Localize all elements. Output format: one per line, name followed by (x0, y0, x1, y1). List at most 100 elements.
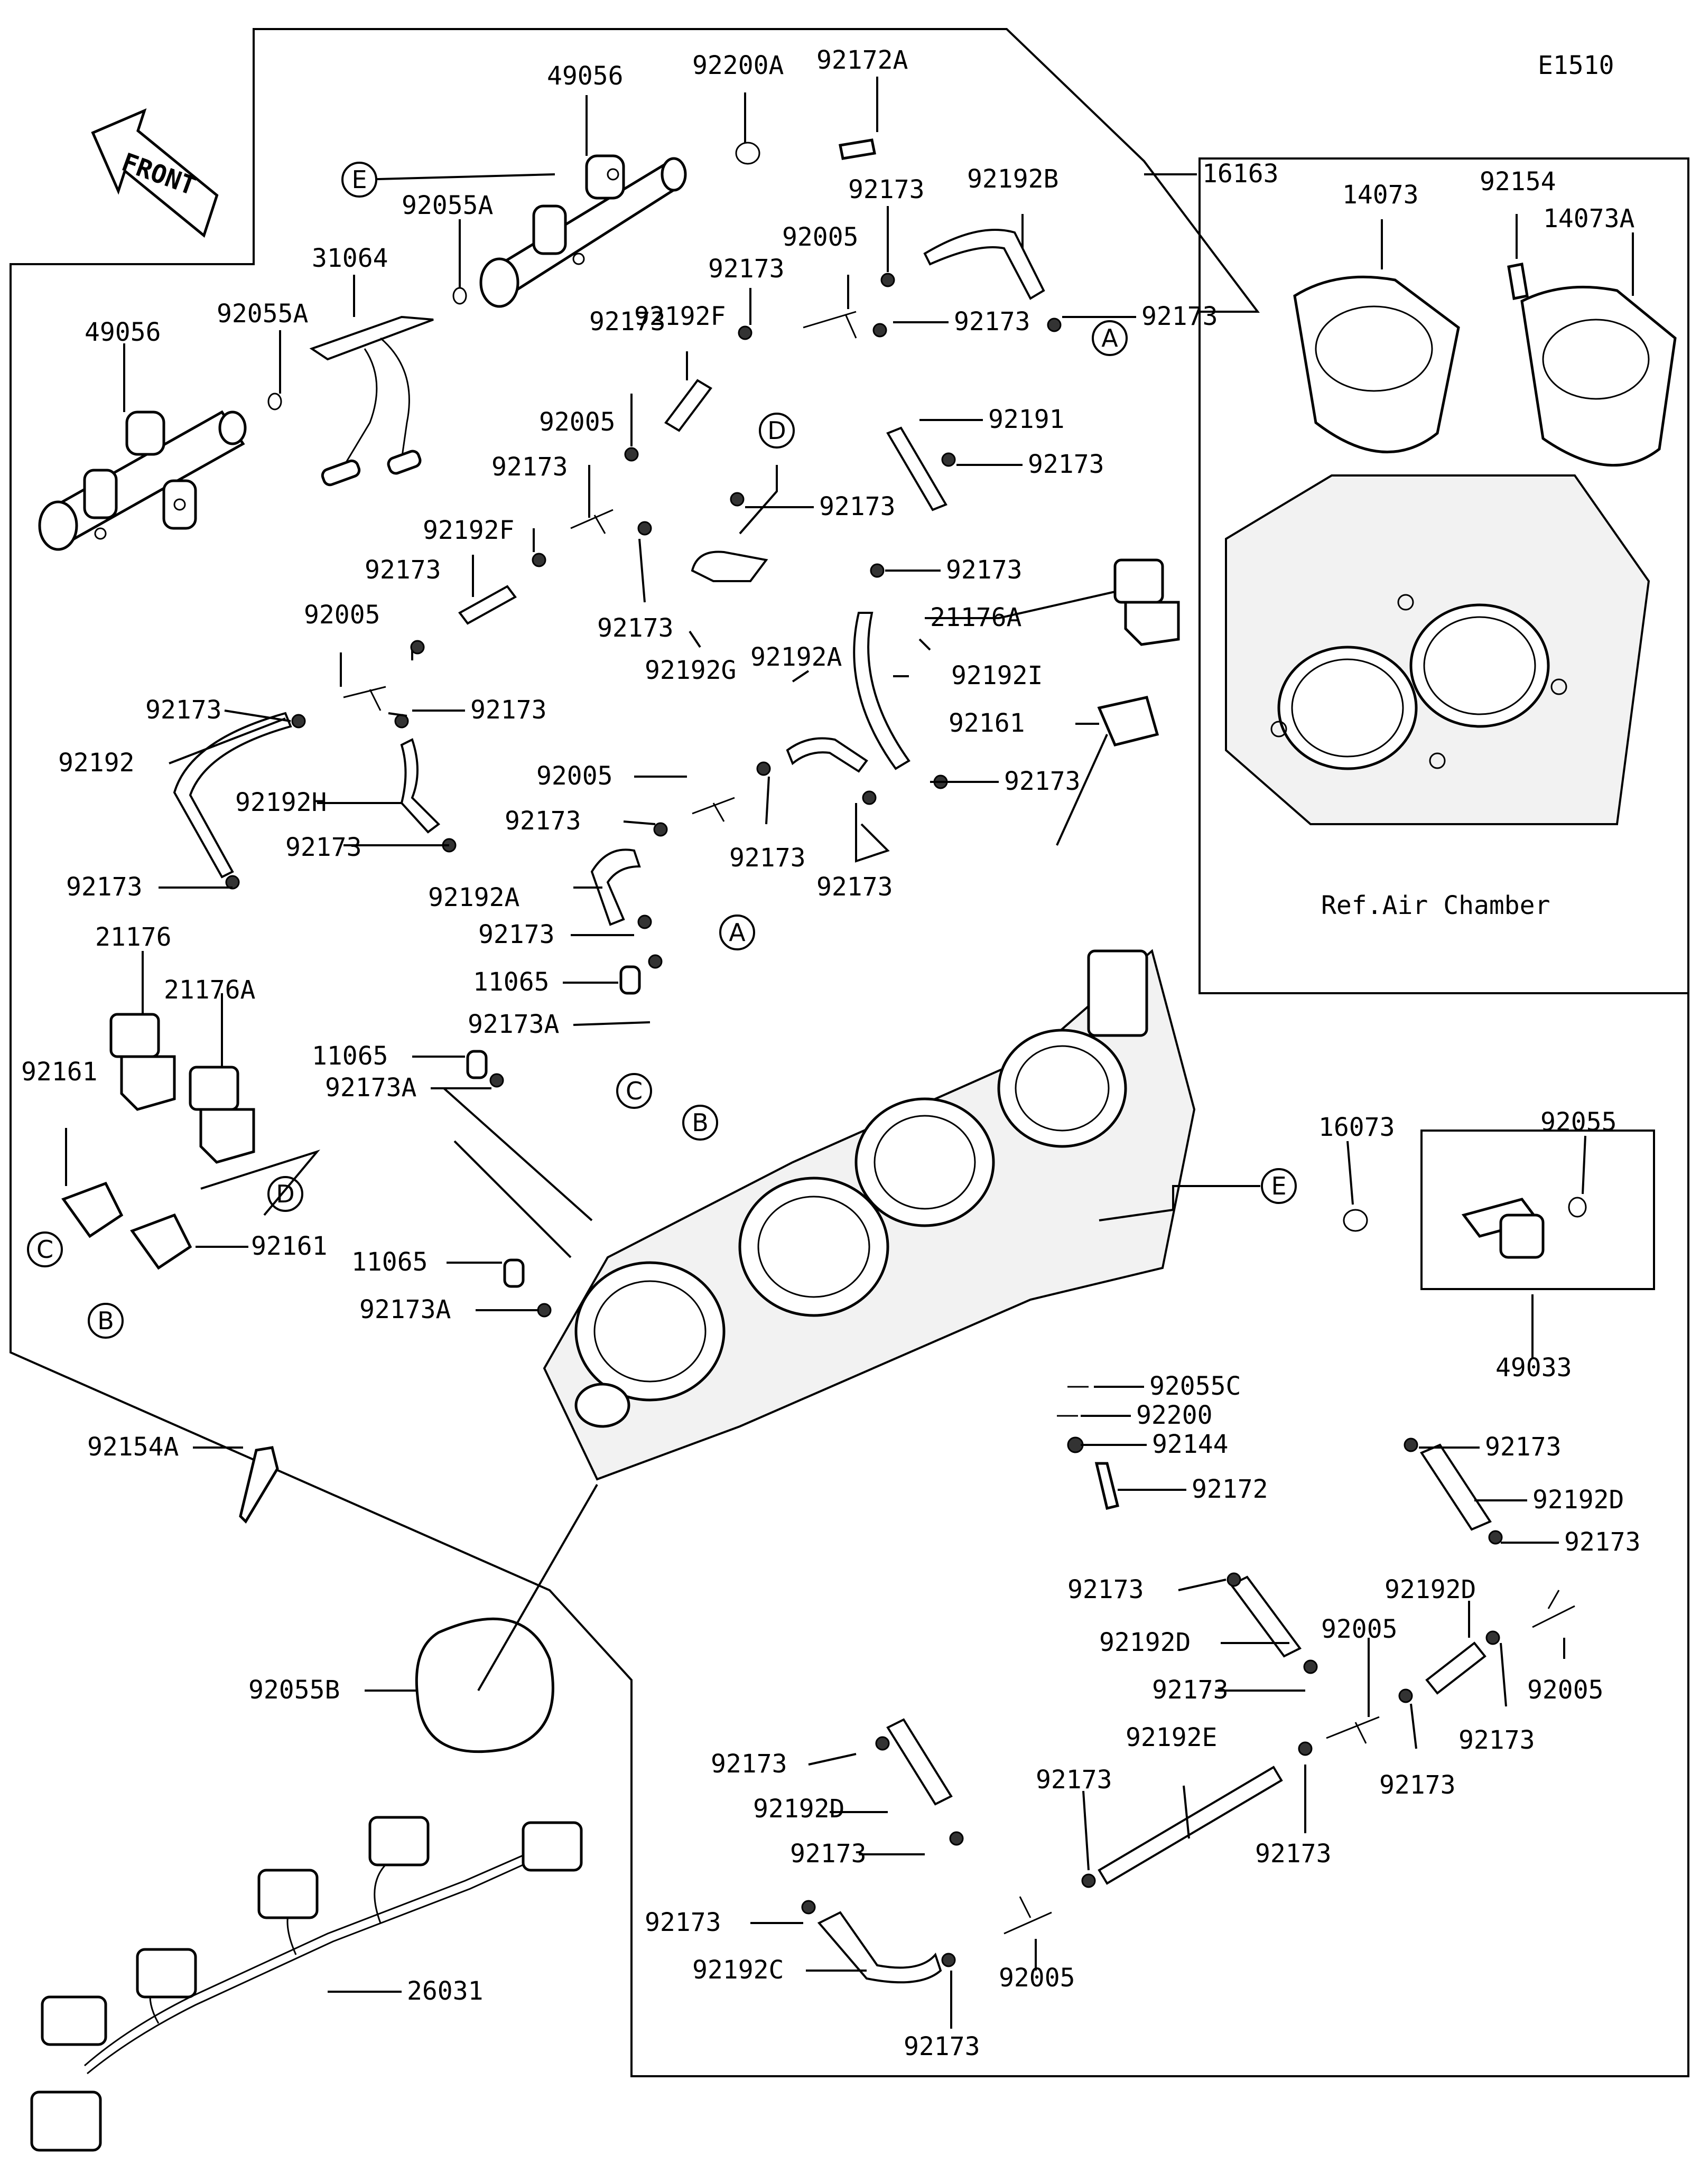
screw-92154 (1507, 263, 1529, 300)
svg-text:92191: 92191 (988, 405, 1065, 434)
svg-text:92192F: 92192F (423, 516, 514, 545)
sensor-21176A-left (189, 1066, 255, 1164)
svg-text:92172: 92172 (1192, 1474, 1268, 1504)
svg-text:92192D: 92192D (753, 1794, 844, 1824)
svg-text:92055B: 92055B (248, 1675, 340, 1705)
part-labels: 49056 92200A 92172A 16163 14073 92154 14… (21, 45, 1641, 2061)
callout-A-mid: A (719, 914, 755, 950)
callout-B-mid: B (682, 1105, 718, 1141)
svg-text:92173: 92173 (819, 492, 896, 521)
svg-text:16163: 16163 (1202, 159, 1279, 189)
throttle-body-assembly (543, 949, 1196, 1481)
funnel-14073 (1293, 275, 1460, 453)
svg-text:92192D: 92192D (1532, 1485, 1624, 1515)
svg-text:92173: 92173 (729, 843, 806, 873)
svg-text:92173A: 92173A (325, 1073, 416, 1103)
svg-text:31064: 31064 (312, 244, 388, 273)
air-chamber-frame (1198, 157, 1689, 994)
svg-text:92192E: 92192E (1126, 1723, 1217, 1752)
svg-text:92173: 92173 (946, 555, 1023, 585)
svg-text:E: E (351, 165, 367, 194)
svg-text:14073A: 14073A (1543, 204, 1634, 234)
hose-92192D-b (1229, 1575, 1302, 1658)
hose-92192C (817, 1911, 942, 1984)
hose-92192G (691, 550, 768, 582)
svg-text:92192A: 92192A (750, 642, 842, 672)
svg-text:92173: 92173 (790, 1839, 867, 1869)
svg-text:92173: 92173 (711, 1749, 787, 1779)
svg-text:92192D: 92192D (1385, 1575, 1476, 1604)
wiring-harness-26031 (30, 1816, 583, 2152)
callout-D-left: D (267, 1176, 303, 1212)
svg-text:21176A: 21176A (164, 975, 255, 1005)
washer-16073 (1343, 1209, 1368, 1232)
washer-92200A (735, 142, 760, 165)
svg-text:92005: 92005 (539, 407, 616, 437)
fuel-rail-upper (479, 154, 687, 308)
svg-text:92200: 92200 (1136, 1401, 1213, 1430)
cap-11065-a (619, 965, 641, 995)
svg-text:49056: 49056 (547, 61, 624, 91)
svg-text:92173: 92173 (1458, 1725, 1535, 1755)
callout-D-left-leader (200, 1150, 320, 1216)
screw-92154A (239, 1446, 279, 1524)
svg-text:92005: 92005 (536, 761, 613, 791)
svg-text:92192F: 92192F (634, 302, 726, 331)
svg-text:D: D (276, 1180, 294, 1208)
callout-E-right-leader (1099, 1185, 1260, 1221)
svg-text:92173: 92173 (1152, 1675, 1229, 1705)
svg-text:D: D (767, 416, 786, 445)
callout-E-right: E (1261, 1168, 1297, 1204)
svg-text:92144: 92144 (1152, 1430, 1229, 1459)
callout-A-top: A (1092, 320, 1128, 356)
svg-text:11065: 11065 (351, 1247, 428, 1277)
sensor-49033 (1461, 1198, 1545, 1259)
fuel-pipe-31064 (309, 315, 434, 487)
svg-text:92192D: 92192D (1099, 1628, 1191, 1657)
hose-92192 (173, 712, 292, 879)
svg-text:92005: 92005 (999, 1963, 1075, 1993)
hose-92192E (1098, 1766, 1283, 1885)
svg-text:92173: 92173 (1485, 1432, 1562, 1462)
svg-text:49033: 49033 (1495, 1353, 1572, 1383)
hose-92192H (400, 738, 441, 834)
svg-text:92161: 92161 (251, 1231, 328, 1261)
fuel-rail-left (38, 410, 247, 551)
hose-92192A-b (590, 848, 641, 926)
svg-text:92173: 92173 (66, 872, 143, 902)
svg-text:92173: 92173 (505, 806, 581, 836)
svg-text:92005: 92005 (1527, 1675, 1604, 1705)
hose-92192F-a (664, 379, 712, 432)
svg-text:92173: 92173 (470, 695, 547, 725)
cap-11065-c (503, 1258, 525, 1288)
svg-text:B: B (692, 1108, 709, 1137)
main-assembly-frame (10, 28, 1689, 2077)
svg-text:92161: 92161 (949, 708, 1025, 738)
svg-text:A: A (1101, 324, 1118, 352)
svg-text:21176: 21176 (95, 922, 172, 952)
svg-text:92192G: 92192G (645, 656, 736, 685)
svg-text:92055A: 92055A (217, 299, 308, 329)
svg-text:21176A: 21176A (930, 603, 1021, 632)
svg-text:A: A (729, 918, 746, 947)
svg-text:49056: 49056 (85, 318, 161, 347)
sensor-21176 (109, 1013, 176, 1111)
svg-text:92173: 92173 (1379, 1770, 1456, 1800)
front-arrow-icon: FRONT (91, 108, 219, 238)
hose-92192D-c (1425, 1641, 1486, 1695)
callout-D-top: D (759, 413, 795, 449)
sensor-21176A-top (1113, 558, 1180, 646)
svg-text:92173: 92173 (645, 1908, 721, 1937)
svg-text:92192I: 92192I (951, 661, 1043, 690)
svg-text:92173: 92173 (1004, 767, 1081, 796)
callout-B-left: B (88, 1303, 124, 1339)
svg-text:E: E (1271, 1172, 1286, 1200)
svg-text:92154: 92154 (1480, 167, 1556, 197)
svg-text:92154A: 92154A (87, 1432, 179, 1462)
svg-text:92055A: 92055A (402, 191, 493, 220)
hose-92192A-a (786, 737, 868, 773)
svg-text:92055C: 92055C (1149, 1371, 1241, 1401)
svg-text:92173: 92173 (589, 307, 666, 337)
grommet-92161-mid (130, 1213, 192, 1270)
